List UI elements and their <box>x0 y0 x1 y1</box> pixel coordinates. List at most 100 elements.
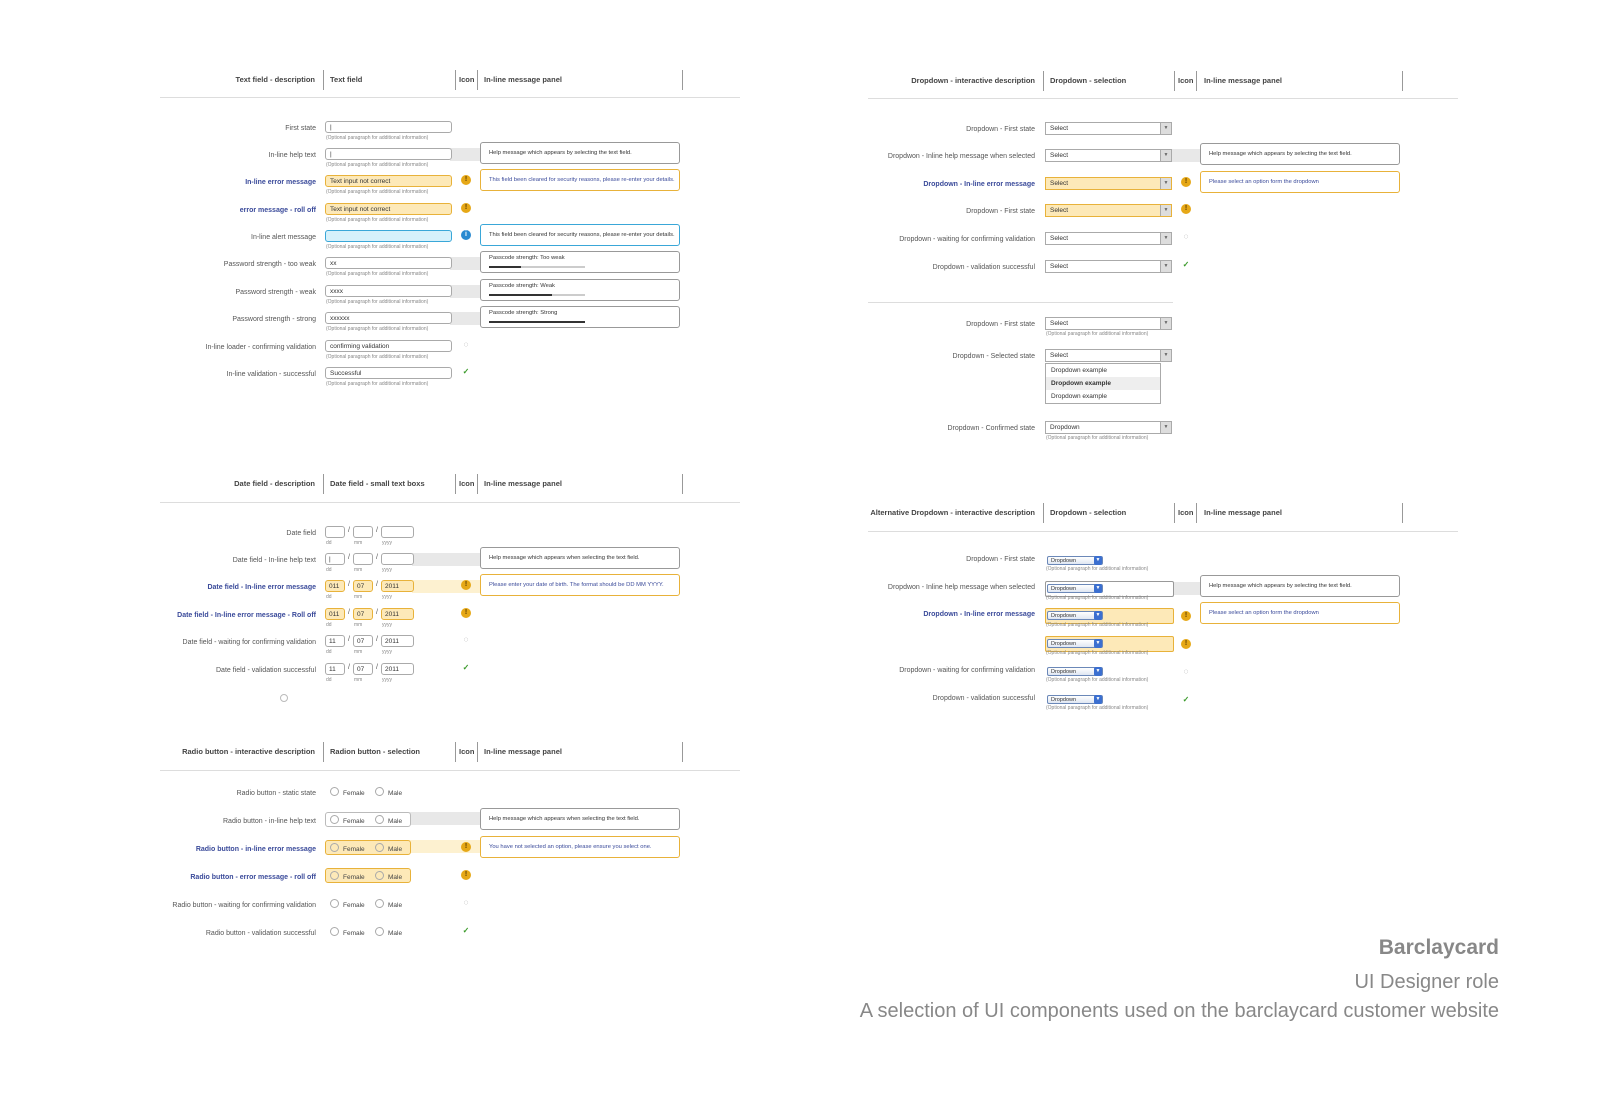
text-input[interactable] <box>325 230 452 242</box>
day-label: dd <box>326 677 332 683</box>
dropdown-select[interactable]: Select▼ <box>1045 122 1172 135</box>
row-label: Dropdown - Selected state <box>952 353 1036 360</box>
dropdown-select[interactable]: Select▼ <box>1045 232 1172 245</box>
radio-female[interactable]: Female <box>330 815 365 825</box>
text-row-error-rolloff: error message - roll off Text input not … <box>160 203 740 227</box>
warning-icon: ! <box>461 842 471 852</box>
strength-panel: Passcode strength: Strong <box>480 306 680 328</box>
month-label: mm <box>354 649 363 655</box>
day-input[interactable]: 011 <box>325 580 345 592</box>
day-input[interactable] <box>325 526 345 538</box>
date-row-error: Date field - In-line error message 011 /… <box>160 574 740 604</box>
radio-male[interactable]: Male <box>375 927 402 937</box>
dropdown-select[interactable]: Select▼ <box>1045 177 1172 190</box>
radio-female[interactable]: Female <box>330 843 365 853</box>
alt-dropdown-select[interactable]: Dropdown▼ <box>1047 639 1103 648</box>
text-input[interactable]: Text input not correct <box>325 203 452 215</box>
month-input[interactable]: 07 <box>353 635 373 647</box>
header-field: Date field - small text boxs <box>330 479 425 488</box>
chevron-down-icon: ▼ <box>1160 350 1171 361</box>
radio-male[interactable]: Male <box>375 899 402 909</box>
month-input[interactable]: 07 <box>353 663 373 675</box>
row-label: In-line help text <box>268 152 316 159</box>
day-input[interactable]: 11 <box>325 663 345 675</box>
date-row-help: Date field - In-line help text | / / dd … <box>160 547 740 577</box>
radio-female[interactable]: Female <box>330 899 365 909</box>
dropdown-option[interactable]: Dropdown example <box>1046 377 1160 390</box>
radio-female[interactable]: Female <box>330 787 365 797</box>
month-input[interactable]: 07 <box>353 608 373 620</box>
row-label: Radio button - error message - roll off <box>190 874 316 881</box>
radio-male[interactable]: Male <box>375 787 402 797</box>
info-icon: i <box>461 230 471 240</box>
text-input[interactable]: Successful <box>325 367 452 379</box>
dropdown2-row-first: Dropdown - First state Select▼ (Optional… <box>868 317 1458 341</box>
year-input[interactable]: 2011 <box>381 608 414 620</box>
dropdown-select[interactable]: Select▼ <box>1045 349 1172 362</box>
dropdown-select[interactable]: Select▼ <box>1045 149 1172 162</box>
help-panel: Help message which appears by selecting … <box>1200 575 1400 597</box>
text-input[interactable]: confirming validation <box>325 340 452 352</box>
text-input[interactable]: | <box>325 121 452 133</box>
year-input[interactable] <box>381 526 414 538</box>
password-input[interactable]: xxxx <box>325 285 452 297</box>
password-input[interactable]: xx <box>325 257 452 269</box>
dropdown-section: Dropdown - interactive description Dropd… <box>868 71 1458 461</box>
month-label: mm <box>354 677 363 683</box>
radio-row-help: Radio button - in-line help text Female … <box>160 808 740 838</box>
radio-male[interactable]: Male <box>375 815 402 825</box>
radio-male[interactable]: Male <box>375 871 402 881</box>
radio-male[interactable]: Male <box>375 843 402 853</box>
section-header: Date field - description Date field - sm… <box>160 474 740 494</box>
header-field: Text field <box>330 75 363 84</box>
alt-dropdown-select[interactable]: Dropdown▼ <box>1047 695 1103 704</box>
day-input[interactable]: | <box>325 553 345 565</box>
strength-panel: Passcode strength: Too weak <box>480 251 680 273</box>
dropdown-select[interactable]: Select▼ <box>1045 260 1172 273</box>
spinner-icon: ◌ <box>463 635 469 644</box>
day-label: dd <box>326 649 332 655</box>
error-panel: This field been cleared for security rea… <box>480 169 680 191</box>
hint-text: (Optional paragraph for additional infor… <box>1046 595 1149 601</box>
year-input[interactable]: 2011 <box>381 580 414 592</box>
text-input[interactable]: Text input not correct <box>325 175 452 187</box>
dropdown-select[interactable]: Dropdown▼ <box>1045 421 1172 434</box>
month-label: mm <box>354 622 363 628</box>
hint-text: (Optional paragraph for additional infor… <box>1046 677 1149 683</box>
strength-label: Passcode strength: Too weak <box>489 255 565 261</box>
day-input[interactable]: 011 <box>325 608 345 620</box>
month-input[interactable]: 07 <box>353 580 373 592</box>
dropdown-select[interactable]: Select▼ <box>1045 317 1172 330</box>
date-row-success: Date field - validation successful 11 / … <box>216 663 470 683</box>
row-label: Dropdwon - Inline help message when sele… <box>887 584 1035 591</box>
year-input[interactable] <box>381 553 414 565</box>
alt-dropdown-select[interactable]: Dropdown▼ <box>1047 556 1103 565</box>
dropdown-row-success: Dropdown - validation successful Select▼… <box>868 260 1458 284</box>
warning-icon: ! <box>461 203 471 213</box>
header-panel: In-line message panel <box>484 75 562 84</box>
year-input[interactable]: 2011 <box>381 635 414 647</box>
alt-dropdown-select[interactable]: Dropdown▼ <box>1047 611 1103 620</box>
year-input[interactable]: 2011 <box>381 663 414 675</box>
warning-icon: ! <box>1181 611 1191 621</box>
hint-text: (Optional paragraph for additional infor… <box>326 354 429 360</box>
text-input[interactable]: | <box>325 148 452 160</box>
dropdown-option[interactable]: Dropdown example <box>1051 367 1108 374</box>
radio-female[interactable]: Female <box>330 871 365 881</box>
year-label: yyyy <box>382 594 392 600</box>
month-input[interactable] <box>353 553 373 565</box>
error-panel: Please select an option form the dropdow… <box>1200 602 1400 624</box>
password-input[interactable]: xxxxxx <box>325 312 452 324</box>
date-row-loader: Date field - waiting for confirming vali… <box>160 635 740 659</box>
radio-female[interactable]: Female <box>330 927 365 937</box>
day-input[interactable]: 11 <box>325 635 345 647</box>
alt-dropdown-select[interactable]: Dropdown▼ <box>1047 667 1103 676</box>
spinner-icon: ◌ <box>463 340 469 349</box>
text-row-password-strong: Password strength - strong xxxxxx (Optio… <box>160 306 740 336</box>
dropdown-select[interactable]: Select▼ <box>1045 204 1172 217</box>
dropdown2-row-confirmed: Dropdown - Confirmed state Dropdown▼ (Op… <box>868 421 1458 445</box>
month-input[interactable] <box>353 526 373 538</box>
row-label: In-line loader - confirming validation <box>205 344 317 351</box>
dropdown-option[interactable]: Dropdown example <box>1051 393 1108 400</box>
alt-dropdown-select[interactable]: Dropdown▼ <box>1047 584 1103 593</box>
